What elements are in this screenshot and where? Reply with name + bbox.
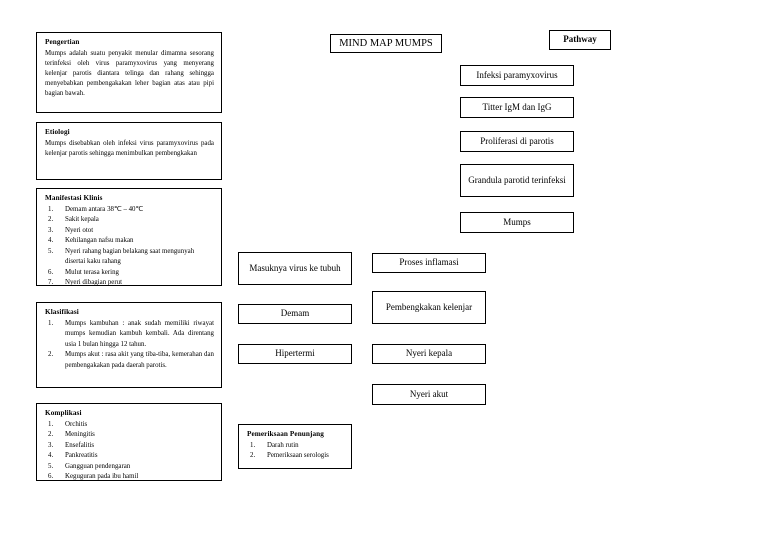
node-label: Infeksi paramyxovirus — [476, 69, 558, 80]
panel-pemeriksaan-title: Pemeriksaan Penunjang — [247, 430, 324, 438]
node-label: Proses inflamasi — [399, 257, 459, 268]
node-nyeri-kepala: Nyeri kepala — [372, 344, 486, 364]
node-label: Nyeri kepala — [405, 348, 453, 359]
node-label: Nyeri akut — [409, 388, 449, 399]
node-label: Mumps — [503, 216, 531, 227]
list-item: Demam antara 38℃ – 40℃ — [48, 205, 144, 216]
list-item: Gangguan pendengaran — [48, 462, 131, 473]
node-label: Pembengkakan kelenjar — [385, 301, 473, 312]
node-hipertermi: Hipertermi — [238, 344, 352, 364]
list-item: Mulut terasa kering — [48, 268, 119, 279]
node-nyeri-akut: Nyeri akut — [372, 384, 486, 405]
panel-klasifikasi: Klasifikasi Mumps kambuhan : anak sudah … — [36, 302, 222, 388]
node-label: Grandula parotid terinfeksi — [468, 174, 566, 185]
node-proses-inflamasi: Proses inflamasi — [372, 253, 486, 273]
panel-klasifikasi-title: Klasifikasi — [45, 308, 79, 316]
list-item: Mumps kambuhan : anak sudah memiliki riw… — [48, 319, 214, 348]
list-item: Nyeri dibagian perut — [48, 278, 123, 289]
list-item: Nyeri rahang bagian belakang saat mengun… — [48, 247, 195, 266]
list-item: Orchitis — [48, 420, 88, 431]
panel-manifestasi-title: Manifestasi Klinis — [45, 194, 103, 202]
node-infeksi-paramyxovirus: Infeksi paramyxovirus — [460, 65, 574, 86]
node-proliferasi-di-parotis: Proliferasi di parotis — [460, 131, 574, 152]
node-label: Demam — [280, 308, 310, 319]
panel-pengertian-title: Pengertian — [45, 38, 80, 46]
node-titter-igm-igg: Titter IgM dan IgG — [460, 97, 574, 118]
node-pembengkakan-kelenjar: Pembengkakan kelenjar — [372, 291, 486, 324]
list-item: Sakit kepala — [48, 215, 99, 226]
node-masuknya-virus-ke-tubuh: Masuknya virus ke tubuh — [238, 252, 352, 285]
panel-etiologi-text: Mumps disebabkan oleh infeksi virus para… — [45, 139, 214, 157]
node-grandula-parotid-terinfeksi: Grandula parotid terinfeksi — [460, 164, 574, 197]
list-item: Ensefalitis — [48, 441, 95, 452]
mind-map-title-box: MIND MAP MUMPS — [330, 34, 442, 53]
panel-manifestasi-klinis: Manifestasi Klinis Demam antara 38℃ – 40… — [36, 188, 222, 289]
page-title: MIND MAP MUMPS — [339, 37, 433, 49]
node-label: Masuknya virus ke tubuh — [249, 262, 341, 273]
pathway-label: Pathway — [563, 34, 597, 45]
node-label: Hipertermi — [275, 348, 315, 359]
node-demam: Demam — [238, 304, 352, 324]
panel-etiologi: Etiologi Mumps disebabkan oleh infeksi v… — [36, 122, 222, 180]
klasifikasi-list: Mumps kambuhan : anak sudah memiliki riw… — [45, 319, 214, 371]
panel-etiologi-title: Etiologi — [45, 128, 70, 136]
node-label: Proliferasi di parotis — [480, 135, 554, 146]
list-item: Nyeri otot — [48, 226, 94, 237]
pathway-heading-box: Pathway — [549, 30, 611, 50]
list-item: Keguguran pada ibu hamil — [48, 472, 139, 483]
node-mumps: Mumps — [460, 212, 574, 233]
list-item: Darah rutin — [250, 441, 299, 452]
list-item: Mumps akut : rasa akit yang tiba-tiba, k… — [48, 350, 214, 369]
list-item: Kehilangan nafsu makan — [48, 236, 134, 247]
list-item: Pemeriksaan serologis — [250, 451, 329, 462]
node-label: Titter IgM dan IgG — [482, 101, 552, 112]
panel-pengertian-text: Mumps adalah suatu penyakit menular dima… — [45, 49, 214, 97]
panel-pengertian: Pengertian Mumps adalah suatu penyakit m… — [36, 32, 222, 113]
list-item: Meningitis — [48, 430, 95, 441]
panel-komplikasi-title: Komplikasi — [45, 409, 82, 417]
list-item: Pankreatitis — [48, 451, 98, 462]
